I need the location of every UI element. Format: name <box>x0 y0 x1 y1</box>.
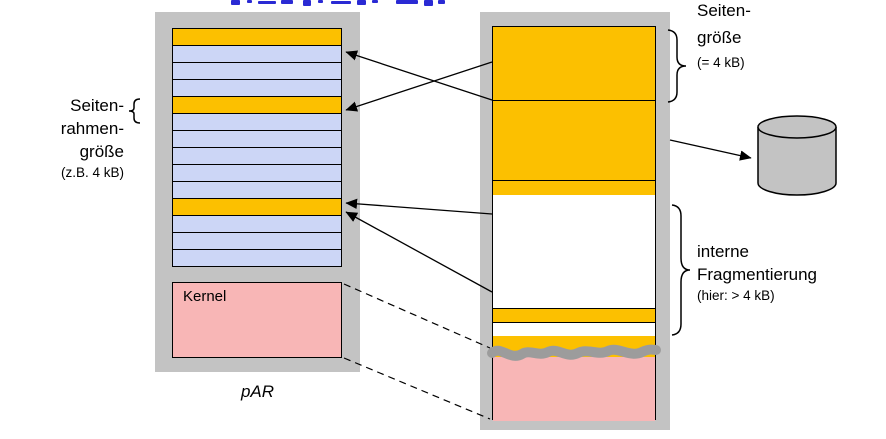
kernel-area <box>493 357 655 421</box>
kernel-dashed-lines <box>343 283 491 420</box>
disk-cylinder-icon <box>757 115 837 196</box>
mapping-arrow <box>345 198 493 215</box>
dashed-line <box>343 357 491 420</box>
page-frame-stack <box>172 28 342 267</box>
page-strip <box>493 181 655 195</box>
page-frame-orange <box>172 96 342 114</box>
page-frame-blue <box>172 232 342 250</box>
label-line: interne <box>697 242 749 261</box>
kernel-label: Kernel <box>183 288 227 305</box>
internal-fragmentation-label: interne Fragmentierung (hier: > 4 kB) <box>697 240 817 306</box>
mapping-arrow <box>345 50 493 101</box>
page-frame-blue <box>172 62 342 80</box>
mapping-arrows <box>345 50 493 293</box>
page-frame-blue <box>172 45 342 63</box>
left-frame-brace <box>128 98 141 124</box>
label-note: (z.B. 4 kB) <box>60 165 124 180</box>
page-frame-blue <box>172 249 342 267</box>
fragmentation-brace <box>671 204 691 336</box>
page-frame-blue <box>172 164 342 182</box>
page-size-label: Seiten- größe (= 4 kB) <box>697 0 751 75</box>
page-frame-blue <box>172 113 342 131</box>
label-line: Seiten- <box>697 1 751 20</box>
page-frame-blue <box>172 79 342 97</box>
label-line: rahmen- <box>60 119 124 138</box>
page-block <box>493 101 655 181</box>
mapping-arrow <box>345 61 493 112</box>
page-frame-blue <box>172 147 342 165</box>
page-frame-size-label: Seiten- rahmen- größe (z.B. 4 kB) <box>22 94 124 183</box>
clipped-title-fragment <box>231 0 445 6</box>
page-frame-blue <box>172 130 342 148</box>
kernel-block: Kernel <box>172 282 342 358</box>
page-stack <box>492 26 656 421</box>
page-frame-blue <box>172 181 342 199</box>
page-frame-orange <box>172 28 342 46</box>
disk-top <box>757 115 837 139</box>
label-line: Fragmentierung <box>697 265 818 284</box>
swap-to-disk-arrow <box>669 139 752 161</box>
label-line: Seiten- <box>70 96 124 115</box>
disk-body <box>757 127 837 196</box>
page-frame-orange <box>172 198 342 216</box>
page-block <box>493 27 655 101</box>
label-line: größe <box>79 142 124 161</box>
page-frame-blue <box>172 215 342 233</box>
label-line: größe <box>697 28 742 47</box>
page-strip <box>493 308 655 323</box>
label-note: (= 4 kB) <box>697 55 745 70</box>
label-note: (hier: > 4 kB) <box>697 288 775 303</box>
par-caption: pAR <box>240 382 275 401</box>
page-size-brace <box>667 29 687 103</box>
mapping-arrow <box>345 211 493 293</box>
dashed-line <box>343 283 491 349</box>
